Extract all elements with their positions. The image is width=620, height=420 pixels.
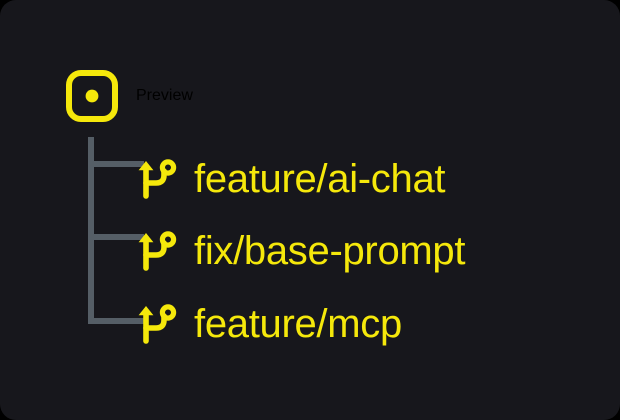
rounded-square-dot-icon <box>66 70 118 122</box>
branch-list-item[interactable]: feature/mcp <box>134 297 402 351</box>
git-branch-icon <box>138 231 177 271</box>
git-branch-icon <box>138 159 177 199</box>
git-branch-icon <box>138 304 177 344</box>
branch-name-label: feature/mcp <box>194 302 402 346</box>
tree-root-item[interactable]: Preview <box>64 64 193 128</box>
branch-list-item[interactable]: feature/ai-chat <box>134 152 446 206</box>
branch-name-label: feature/ai-chat <box>194 157 446 201</box>
tree-root-label: Preview <box>136 87 193 104</box>
branch-list-item[interactable]: fix/base-prompt <box>134 224 465 278</box>
branch-name-label: fix/base-prompt <box>194 229 466 273</box>
